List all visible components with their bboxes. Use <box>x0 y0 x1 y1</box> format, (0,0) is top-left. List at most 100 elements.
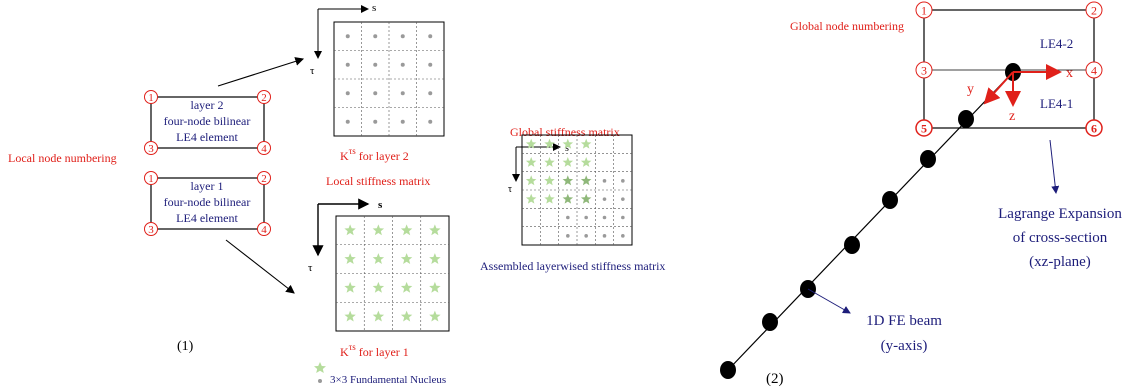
beam-arrow <box>807 288 851 314</box>
nucleus-dot <box>345 119 350 124</box>
layer1-node-3: 3 <box>144 222 158 236</box>
svg-text:τ: τ <box>308 262 313 274</box>
beam-node <box>720 361 736 379</box>
arrow-to-layer2-matrix <box>217 57 305 87</box>
nucleus-dot <box>584 215 588 220</box>
layer2-element-type: LE4 element <box>176 130 238 144</box>
nucleus-star <box>562 157 574 167</box>
local-node-numbering-label: Local node numbering <box>8 151 117 165</box>
svg-text:2: 2 <box>1091 4 1097 18</box>
nucleus-star <box>525 157 537 167</box>
nucleus-dot <box>621 197 625 201</box>
assembled-matrix-label: Assembled layerwised stiffness matrix <box>480 259 665 273</box>
coordinate-axes: x y z <box>967 64 1073 124</box>
svg-text:1: 1 <box>148 173 154 185</box>
layer2-node-2: 2 <box>257 90 271 104</box>
svg-text:4: 4 <box>261 143 267 155</box>
nucleus-dot <box>400 34 405 39</box>
svg-text:4: 4 <box>261 224 267 236</box>
nucleus-star <box>544 138 555 149</box>
nucleus-dot <box>602 234 607 238</box>
svg-text:s: s <box>565 143 569 154</box>
svg-text:3: 3 <box>148 143 154 155</box>
nucleus-star <box>544 157 555 167</box>
nucleus-star <box>580 193 592 204</box>
nucleus-dot <box>345 91 350 96</box>
axis-y-label: y <box>967 82 974 97</box>
nucleus-star <box>544 193 555 204</box>
arrow-to-layer1-matrix <box>225 239 295 294</box>
nucleus-star <box>562 193 574 204</box>
global-node-6: 6 <box>1085 119 1103 137</box>
nucleus-dot <box>428 119 433 124</box>
layer2-title: layer 2 <box>191 98 224 112</box>
nucleus-star <box>429 253 441 264</box>
nucleus-star <box>562 138 574 149</box>
nucleus-star <box>344 310 356 322</box>
beam-node <box>844 236 860 254</box>
layer1-element-type: LE4 element <box>176 211 238 225</box>
svg-text:1: 1 <box>921 4 927 18</box>
nucleus-star <box>562 175 574 186</box>
beam-node <box>958 110 974 128</box>
element-le4-2-label: LE4-2 <box>1040 36 1073 51</box>
nucleus-star <box>372 310 385 322</box>
nucleus-star <box>525 175 537 186</box>
nucleus-dot <box>428 91 433 96</box>
layer1-node-2: 2 <box>257 171 271 185</box>
nucleus-dot <box>602 179 607 183</box>
beam-node <box>882 191 898 209</box>
layer2-stiffness-matrix: s τ <box>310 2 445 137</box>
dot-legend-icon <box>318 379 322 383</box>
nucleus-dot <box>566 234 570 238</box>
nucleus-star <box>400 224 413 236</box>
svg-text:5: 5 <box>921 122 927 136</box>
nucleus-star <box>400 281 413 293</box>
nucleus-star <box>372 224 385 236</box>
layer2-subtitle: four-node bilinear <box>164 114 251 128</box>
cross-section: LE4-2 LE4-1 1 2 3 4 5 6 <box>915 1 1103 137</box>
nucleus-dot <box>400 62 405 67</box>
svg-text:1: 1 <box>148 92 154 104</box>
axis-x-label: x <box>1066 66 1073 81</box>
nucleus-star <box>580 175 592 186</box>
layer1-title: layer 1 <box>191 179 224 193</box>
global-node-1: 1 <box>915 1 933 19</box>
svg-text:3: 3 <box>921 64 927 78</box>
nucleus-dot <box>621 215 625 220</box>
panel1-label: (1) <box>177 339 194 354</box>
nucleus-dot <box>602 215 607 220</box>
nucleus-star <box>544 175 555 186</box>
beam-node <box>920 150 936 168</box>
nucleus-dot <box>373 34 378 39</box>
local-stiffness-matrix-label: Local stiffness matrix <box>326 174 430 188</box>
lagrange-line3: (xz-plane) <box>1029 254 1091 270</box>
layer1-stiffness-matrix: s τ <box>308 198 450 332</box>
global-node-numbering-label: Global node numbering <box>790 19 904 33</box>
nucleus-dot <box>400 91 405 96</box>
layer2-element: layer 2 four-node bilinear LE4 element 1… <box>144 90 271 155</box>
layer2-node-3: 3 <box>144 141 158 155</box>
nucleus-dot <box>373 119 378 124</box>
svg-text:6: 6 <box>1091 122 1097 136</box>
nucleus-dot <box>373 91 378 96</box>
nucleus-dot <box>345 62 350 67</box>
nucleus-star <box>525 193 537 204</box>
layer2-node-4: 4 <box>257 141 271 155</box>
svg-text:2: 2 <box>261 173 267 185</box>
svg-text:3: 3 <box>148 224 154 236</box>
layer1-element: layer 1 four-node bilinear LE4 element 1… <box>144 171 271 236</box>
lagrange-arrow <box>1049 139 1060 194</box>
nucleus-dot <box>584 234 588 238</box>
nucleus-dot <box>621 234 625 238</box>
nucleus-dot <box>400 119 405 124</box>
nucleus-dot <box>345 34 350 39</box>
svg-text:2: 2 <box>261 92 267 104</box>
nucleus-dot <box>373 62 378 67</box>
layer1-subtitle: four-node bilinear <box>164 195 251 209</box>
